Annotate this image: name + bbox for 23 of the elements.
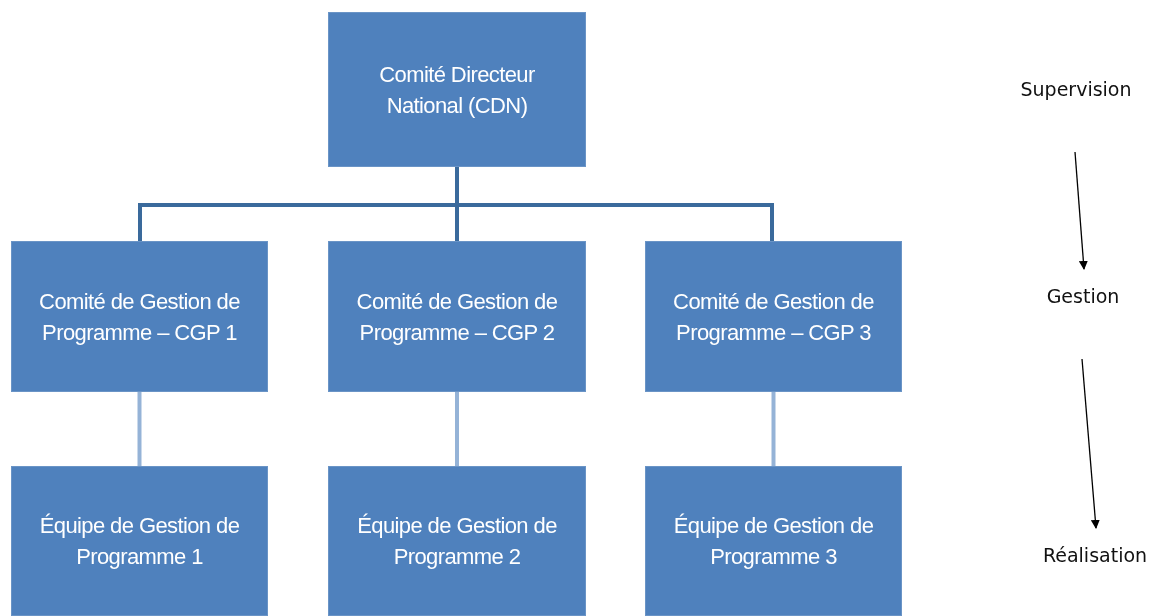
connector-line: [455, 392, 459, 466]
arrow: [1074, 151, 1088, 270]
org-box: [645, 241, 902, 392]
box-label: Comité de Gestion de Programme – CGP 3: [672, 287, 875, 347]
box-label: Comité de Gestion de Programme – CGP 1: [38, 287, 241, 347]
org-box: [645, 466, 902, 616]
arrow: [1081, 358, 1100, 529]
box-label: Équipe de Gestion de Programme 3: [672, 512, 875, 571]
org-box: [328, 12, 586, 167]
box-label: Équipe de Gestion de Programme 2: [356, 512, 558, 571]
connector-line: [771, 392, 776, 466]
connector-line: [455, 167, 774, 241]
box-label: Équipe de Gestion de Programme 1: [38, 512, 241, 571]
box-label: Comité de Gestion de Programme – CGP 2: [355, 287, 559, 347]
level-label: Gestion: [1046, 285, 1120, 307]
level-label: Réalisation: [1042, 544, 1148, 566]
box-label: Comité Directeur National (CDN): [378, 60, 536, 120]
org-box: [11, 241, 268, 392]
connector-line: [137, 392, 142, 466]
level-label: Supervision: [1020, 78, 1132, 100]
org-box: [328, 466, 586, 616]
org-box: [11, 466, 268, 616]
org-box: [328, 241, 586, 392]
